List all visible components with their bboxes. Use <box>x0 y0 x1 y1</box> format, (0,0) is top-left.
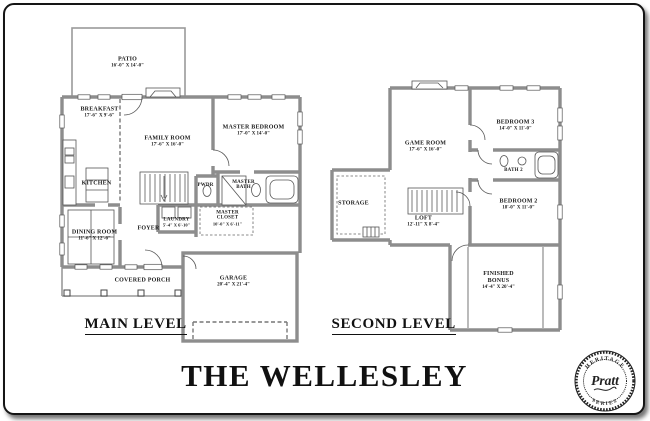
bonus-knee-walls <box>467 246 543 328</box>
room-name: PATIO <box>117 56 138 63</box>
logo-signature-flourish <box>593 386 616 391</box>
room-name: BEDROOM 3 <box>496 119 535 126</box>
room-dims: 17'-6" X 16'-0" <box>409 147 442 153</box>
room-dims: 14'-0" X 11'-0" <box>499 126 532 132</box>
garage-door-dashed <box>191 320 288 339</box>
room-label-patio: PATIO 16'-0" X 14'-0" <box>93 56 163 69</box>
room-name: BATH 2 <box>504 167 523 173</box>
room-name: GAME ROOM <box>404 140 447 147</box>
garage-outline <box>180 250 299 343</box>
room-name: DINING ROOM <box>71 229 118 236</box>
room-name: STORAGE <box>338 199 369 206</box>
room-label-pwdr: PWDR <box>193 183 219 189</box>
room-label-storage: STORAGE <box>329 200 379 207</box>
second-interior-walls <box>467 87 560 247</box>
second-level-plan <box>329 80 563 333</box>
kitchen-fixtures <box>62 139 108 205</box>
room-name: FOYER <box>137 224 160 231</box>
room-label-master-closet: MASTER CLOSET 10'-0" X 6'-11" <box>208 210 248 227</box>
room-label-finished-bonus: FINISHED BONUS 14'-4" X 20'-4" <box>476 270 522 290</box>
room-label-loft: LOFT 12'-11" X 8'-4" <box>394 215 454 228</box>
room-label-kitchen: KITCHEN <box>67 180 127 187</box>
room-name: KITCHEN <box>81 179 112 186</box>
logo-inner-ring <box>582 358 627 403</box>
room-name: LOFT <box>414 215 433 222</box>
room-dims: 17'-6" X 9'-6" <box>84 113 115 119</box>
room-label-dining-room: DINING ROOM 11'-6" X 12'-6" <box>60 229 130 242</box>
second-windows <box>454 84 563 333</box>
room-label-laundry: LAUNDRY 5'-4" X 6'-10" <box>154 217 200 228</box>
room-label-master-bath: MASTER BATH <box>229 180 259 192</box>
logo-rope-ring <box>574 350 635 411</box>
room-label-breakfast: BREAKFAST 17'-6" X 9'-6" <box>65 106 135 119</box>
room-label-game-room: GAME ROOM 17'-6" X 16'-0" <box>391 140 461 153</box>
room-label-covered-porch: COVERED PORCH <box>98 277 188 284</box>
bath2-fixtures <box>499 151 558 178</box>
room-name: FAMILY ROOM <box>144 135 191 142</box>
room-name: FINISHED BONUS <box>483 270 514 284</box>
storage-attic-dashed <box>336 175 385 234</box>
room-label-master-bedroom: MASTER BEDROOM 17'-0" X 14'-0" <box>209 124 299 137</box>
logo-bottom-text: SERIES <box>590 397 619 406</box>
room-name: MASTER CLOSET <box>216 209 239 221</box>
main-level-heading: MAIN LEVEL <box>84 316 187 335</box>
main-exterior-walls <box>59 94 302 269</box>
room-dims: 17'-0" X 14'-0" <box>237 131 270 137</box>
room-name: BEDROOM 2 <box>499 198 538 205</box>
room-dims: 18'-0" X 11'-0" <box>502 205 535 211</box>
second-stairs <box>407 187 463 214</box>
second-chimney <box>411 80 447 89</box>
second-level-heading: SECOND LEVEL <box>331 316 456 335</box>
master-bath-fixtures <box>221 175 298 205</box>
room-dims: 14'-4" X 20'-4" <box>482 284 515 290</box>
laundry-appliances <box>161 206 191 218</box>
room-label-foyer: FOYER <box>129 225 169 232</box>
room-dims: 11'-6" X 12'-6" <box>78 236 111 242</box>
room-name: BREAKFAST <box>80 106 119 113</box>
room-dims: 10'-0" X 6'-11" <box>212 221 243 227</box>
floor-plan-sheet: PATIO 16'-0" X 14'-0" BREAKFAST 17'-6" X… <box>3 3 645 415</box>
room-dims: 5'-4" X 6'-10" <box>162 222 191 228</box>
main-level-plan <box>58 26 303 343</box>
logo-brand-text: Pratt <box>591 373 620 388</box>
plan-title: THE WELLESLEY <box>181 357 468 393</box>
room-name: MASTER BEDROOM <box>222 124 285 131</box>
room-name: COVERED PORCH <box>114 276 171 283</box>
room-name: GARAGE <box>219 275 248 282</box>
room-label-bedroom-2: BEDROOM 2 18'-0" X 11'-0" <box>484 198 554 211</box>
floor-plan-drawing <box>58 26 563 343</box>
room-dims: 12'-11" X 8'-4" <box>407 222 440 228</box>
fireplace <box>145 87 180 97</box>
dining-table <box>67 209 114 264</box>
main-windows <box>58 93 303 270</box>
powder-toilet <box>202 184 211 197</box>
room-name: MASTER BATH <box>232 179 255 191</box>
room-name: LAUNDRY <box>163 216 190 222</box>
main-doors <box>121 93 229 270</box>
room-dims: 16'-0" X 14'-0" <box>111 63 144 69</box>
second-doors <box>451 124 492 261</box>
room-dims: 20'-4" X 21'-4" <box>217 282 250 288</box>
room-label-garage: GARAGE 20'-4" X 21'-4" <box>199 275 269 288</box>
room-label-family-room: FAMILY ROOM 17'-6" X 16'-0" <box>128 135 208 148</box>
builder-logo-stamp: HERITAGE Pratt SERIES <box>574 350 635 411</box>
sheet-content: PATIO 16'-0" X 14'-0" BREAKFAST 17'-6" X… <box>5 5 643 413</box>
room-label-bedroom-3: BEDROOM 3 14'-0" X 11'-0" <box>481 119 551 132</box>
room-label-bath-2: BATH 2 <box>497 168 531 174</box>
room-name: PWDR <box>197 182 214 188</box>
room-dims: 17'-6" X 16'-0" <box>151 142 184 148</box>
